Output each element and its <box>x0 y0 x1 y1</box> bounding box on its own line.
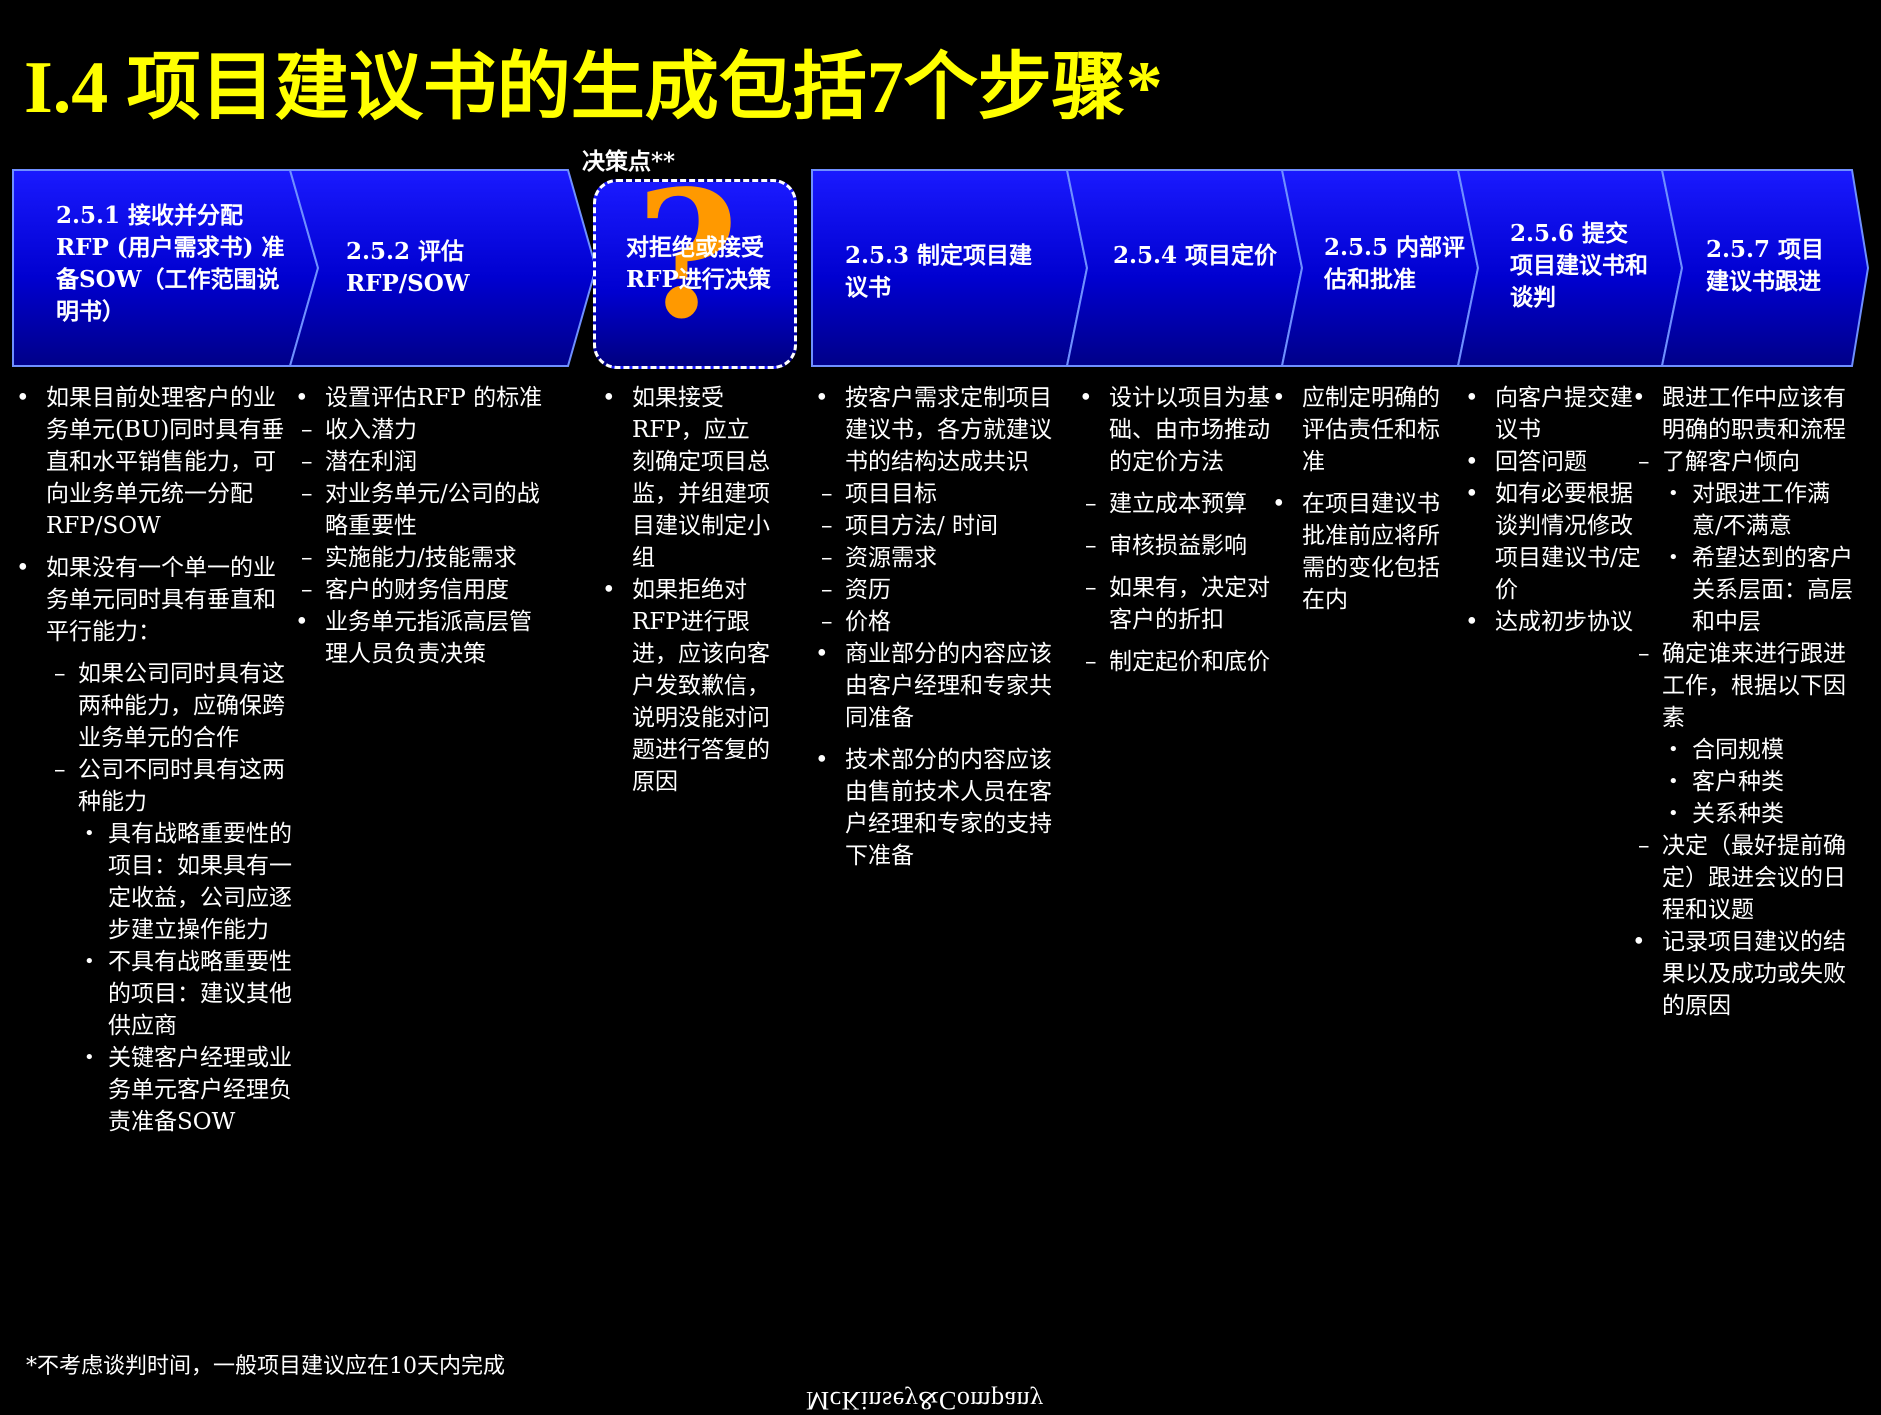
decision-text: 对拒绝或接受RFP进行决策 <box>626 234 771 293</box>
column-step-2-5-3: 按客户需求定制项目建议书，各方就建议书的结构达成共识 项目目标 项目方法/ 时间… <box>813 382 1061 872</box>
list-item: 资历 <box>813 574 1061 606</box>
list-item: 制定起价和底价 <box>1077 646 1279 678</box>
column-step-2-5-5: 应制定明确的评估责任和标准 在项目建议书批准前应将所需的变化包括在内 <box>1270 382 1442 616</box>
list-item: 设计以项目为基础、由市场推动的定价方法 <box>1077 382 1279 478</box>
list-item: 客户种类 <box>1662 766 1855 798</box>
list-item: 如果拒绝对RFP进行跟进，应该向客户发致歉信，说明没能对问题进行答复的原因 <box>600 574 770 798</box>
list-item: 客户的财务信用度 <box>293 574 549 606</box>
list-item: 按客户需求定制项目建议书，各方就建议书的结构达成共识 <box>813 382 1061 478</box>
list-item: 跟进工作中应该有明确的职责和流程 <box>1630 382 1855 446</box>
list-item: 记录项目建议的结果以及成功或失败的原因 <box>1630 926 1855 1022</box>
chevron-step-2-5-2 <box>288 169 598 367</box>
list-item: 确定谁来进行跟进工作，根据以下因素 <box>1630 638 1855 734</box>
step-2-5-1-label: 2.5.1 接收并分配RFP (用户需求书) 准备SOW（工作范围说明书） <box>56 202 285 325</box>
chevron-step-2-5-7 <box>1660 169 1870 367</box>
column-decision: 如果接受RFP，应立刻确定项目总监，并组建项目建议制定小组 如果拒绝对RFP进行… <box>600 382 770 798</box>
list-item: 不具有战略重要性的项目：建议其他供应商 <box>78 946 292 1042</box>
question-mark-icon: ? <box>636 179 739 358</box>
decision-box: ? 对拒绝或接受RFP进行决策 <box>593 179 797 369</box>
decision-point-label: 决策点** <box>582 148 676 175</box>
list-item: 回答问题 <box>1463 446 1643 478</box>
list-item: 技术部分的内容应该由售前技术人员在客户经理和专家的支持下准备 <box>813 744 1061 872</box>
step-2-5-3-label: 2.5.3 制定项目建议书 <box>845 242 1033 301</box>
list-item: 达成初步协议 <box>1463 606 1643 638</box>
list-item: 建立成本预算 <box>1077 488 1279 520</box>
footnote: *不考虑谈判时间，一般项目建议应在10天内完成 <box>26 1354 505 1379</box>
step-2-5-4-label: 2.5.4 项目定价 <box>1113 242 1278 269</box>
column-step-2-5-6: 向客户提交建议书 回答问题 如有必要根据谈判情况修改项目建议书/定价 达成初步协… <box>1463 382 1643 638</box>
list-item: 向客户提交建议书 <box>1463 382 1643 446</box>
list-item: 对业务单元/公司的战略重要性 <box>293 478 549 542</box>
list-item: 具有战略重要性的项目：如果具有一定收益，公司应逐步建立操作能力 <box>78 818 292 946</box>
list-item: 实施能力/技能需求 <box>293 542 549 574</box>
list-item: 如有必要根据谈判情况修改项目建议书/定价 <box>1463 478 1643 606</box>
list-item: 如果目前处理客户的业务单元(BU)同时具有垂直和水平销售能力，可向业务单元统一分… <box>14 382 292 542</box>
list-item: 应制定明确的评估责任和标准 <box>1270 382 1442 478</box>
list-item: 决定（最好提前确定）跟进会议的日程和议题 <box>1630 830 1855 926</box>
page-title: I.4 项目建议书的生成包括7个步骤* <box>24 47 1163 129</box>
list-item: 希望达到的客户关系层面：高层和中层 <box>1662 542 1855 638</box>
step-2-5-2-label: 2.5.2 评估 RFP/SOW <box>346 238 470 297</box>
list-item: 收入潜力 <box>293 414 549 446</box>
process-chevrons <box>12 169 1870 367</box>
list-item: 价格 <box>813 606 1061 638</box>
list-item: 审核损益影响 <box>1077 530 1279 562</box>
list-item: 了解客户倾向 <box>1630 446 1855 478</box>
list-item: 设置评估RFP 的标准 <box>293 382 549 414</box>
list-item: 如果接受RFP，应立刻确定项目总监，并组建项目建议制定小组 <box>600 382 770 574</box>
list-item: 项目目标 <box>813 478 1061 510</box>
list-item: 在项目建议书批准前应将所需的变化包括在内 <box>1270 488 1442 616</box>
list-item: 公司不同时具有这两种能力 <box>46 754 292 818</box>
column-step-2-5-1: 如果目前处理客户的业务单元(BU)同时具有垂直和水平销售能力，可向业务单元统一分… <box>14 382 292 1138</box>
list-item: 如果有，决定对客户的折扣 <box>1077 572 1279 636</box>
list-item: 关键客户经理或业务单元客户经理负责准备SOW <box>78 1042 292 1138</box>
column-step-2-5-7: 跟进工作中应该有明确的职责和流程 了解客户倾向 对跟进工作满意/不满意 希望达到… <box>1630 382 1855 1022</box>
list-item: 合同规模 <box>1662 734 1855 766</box>
list-item: 商业部分的内容应该由客户经理和专家共同准备 <box>813 638 1061 734</box>
list-item: 资源需求 <box>813 542 1061 574</box>
list-item: 如果公司同时具有这两种能力，应确保跨业务单元的合作 <box>46 658 292 754</box>
list-item: 对跟进工作满意/不满意 <box>1662 478 1855 542</box>
list-item: 潜在利润 <box>293 446 549 478</box>
list-item: 项目方法/ 时间 <box>813 510 1061 542</box>
column-step-2-5-4: 设计以项目为基础、由市场推动的定价方法 建立成本预算 审核损益影响 如果有，决定… <box>1077 382 1279 678</box>
column-step-2-5-2: 设置评估RFP 的标准 收入潜力 潜在利润 对业务单元/公司的战略重要性 实施能… <box>293 382 549 670</box>
list-item: 关系种类 <box>1662 798 1855 830</box>
step-2-5-5-label: 2.5.5 内部评估和批准 <box>1324 234 1466 293</box>
step-2-5-6-label: 2.5.6 提交项目建议书和谈判 <box>1510 220 1648 311</box>
list-item: 业务单元指派高层管理人员负责决策 <box>293 606 549 670</box>
step-2-5-7-label: 2.5.7 项目建议书跟进 <box>1706 236 1825 295</box>
list-item: 如果没有一个单一的业务单元同时具有垂直和平行能力： <box>14 552 292 648</box>
